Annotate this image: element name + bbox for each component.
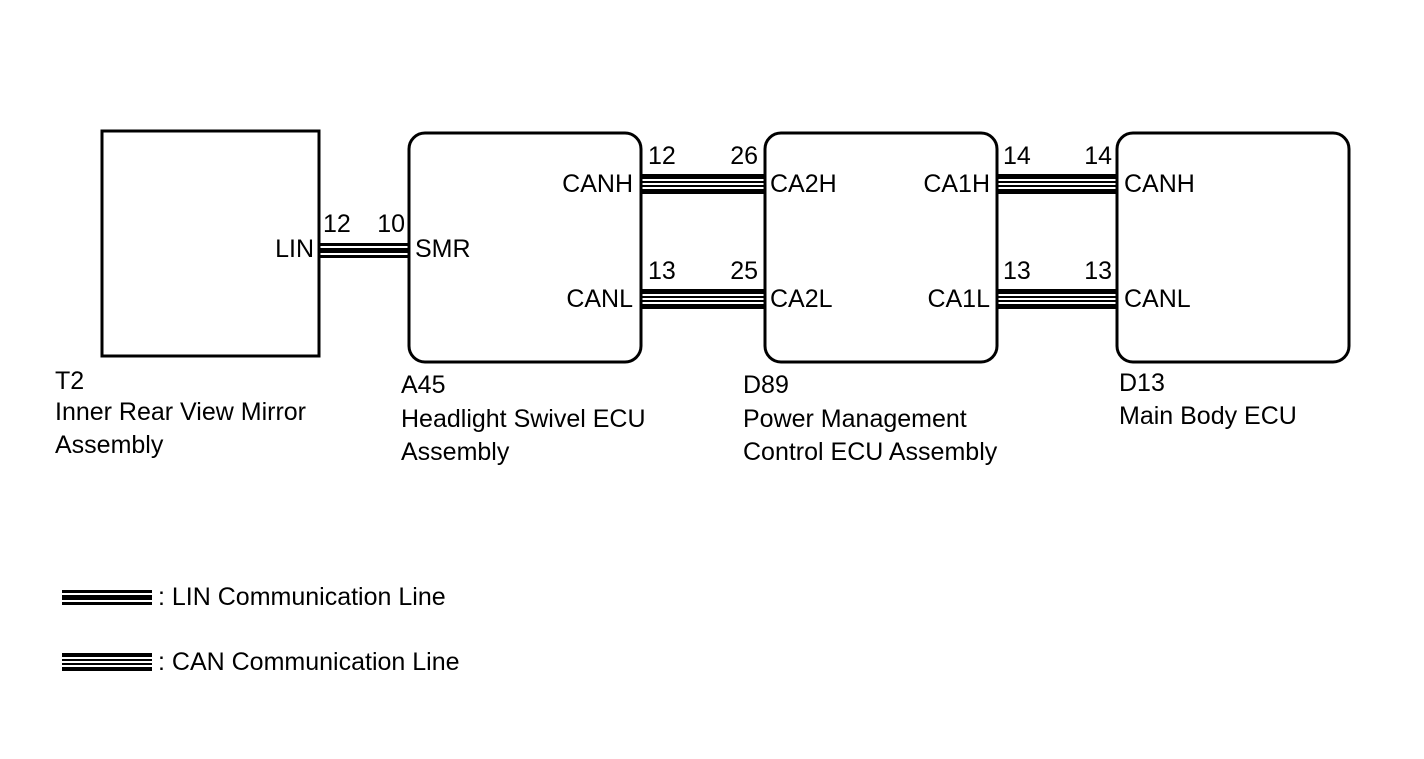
component-code-d13: D13 [1119, 369, 1165, 397]
pin-number-t2-lin: 12 [323, 210, 351, 238]
pin-number-a45-canh: 12 [648, 142, 676, 170]
pin-number-d13-canh: 14 [1084, 142, 1112, 170]
legend-can-label: : CAN Communication Line [158, 648, 460, 676]
pin-label-a45-smr: SMR [415, 235, 471, 263]
component-name-d89-line1: Power Management [743, 405, 967, 433]
pin-label-d89-ca2l: CA2L [770, 285, 833, 313]
can-line-d89-d13-high [997, 174, 1117, 194]
d13-main-body-ecu-box [1115, 131, 1351, 364]
pin-number-d89-ca1l: 13 [1003, 257, 1031, 285]
pin-number-d13-canl: 13 [1084, 257, 1112, 285]
component-name-d89-line2: Control ECU Assembly [743, 438, 998, 466]
component-name-t2-line1: Inner Rear View Mirror [55, 398, 307, 426]
pin-label-d13-canh: CANH [1124, 170, 1195, 198]
lin-line-t2-a45 [319, 243, 409, 258]
can-line-a45-d89-low [641, 289, 765, 309]
can-line-d89-d13-low [997, 289, 1117, 309]
legend-lin-label: : LIN Communication Line [158, 583, 446, 611]
pin-label-t2-lin: LIN [275, 235, 314, 263]
can-line-a45-d89-high [641, 174, 765, 194]
pin-number-a45-canl: 13 [648, 257, 676, 285]
component-name-t2-line2: Assembly [55, 431, 164, 459]
pin-label-a45-canl: CANL [566, 285, 633, 313]
pin-number-d89-ca2h: 26 [730, 142, 758, 170]
pin-label-d13-canl: CANL [1124, 285, 1191, 313]
component-code-d89: D89 [743, 371, 789, 399]
pin-label-d89-ca1h: CA1H [923, 170, 990, 198]
component-code-t2: T2 [55, 367, 85, 395]
pin-number-d89-ca2l: 25 [730, 257, 758, 285]
d89-power-mgmt-ecu-box [763, 131, 999, 364]
a45-swivel-ecu-box [407, 131, 643, 364]
legend-lin-symbol [62, 590, 152, 605]
pin-label-a45-canh: CANH [562, 170, 633, 198]
pin-label-d89-ca1l: CA1L [927, 285, 990, 313]
pin-number-a45-smr: 10 [377, 210, 405, 238]
pin-number-d89-ca1h: 14 [1003, 142, 1031, 170]
component-name-d13-line1: Main Body ECU [1119, 402, 1297, 430]
pin-label-d89-ca2h: CA2H [770, 170, 837, 198]
component-name-a45-line1: Headlight Swivel ECU [401, 405, 646, 433]
component-code-a45: A45 [401, 371, 446, 399]
legend-can-symbol [62, 653, 152, 671]
component-name-a45-line2: Assembly [401, 438, 510, 466]
